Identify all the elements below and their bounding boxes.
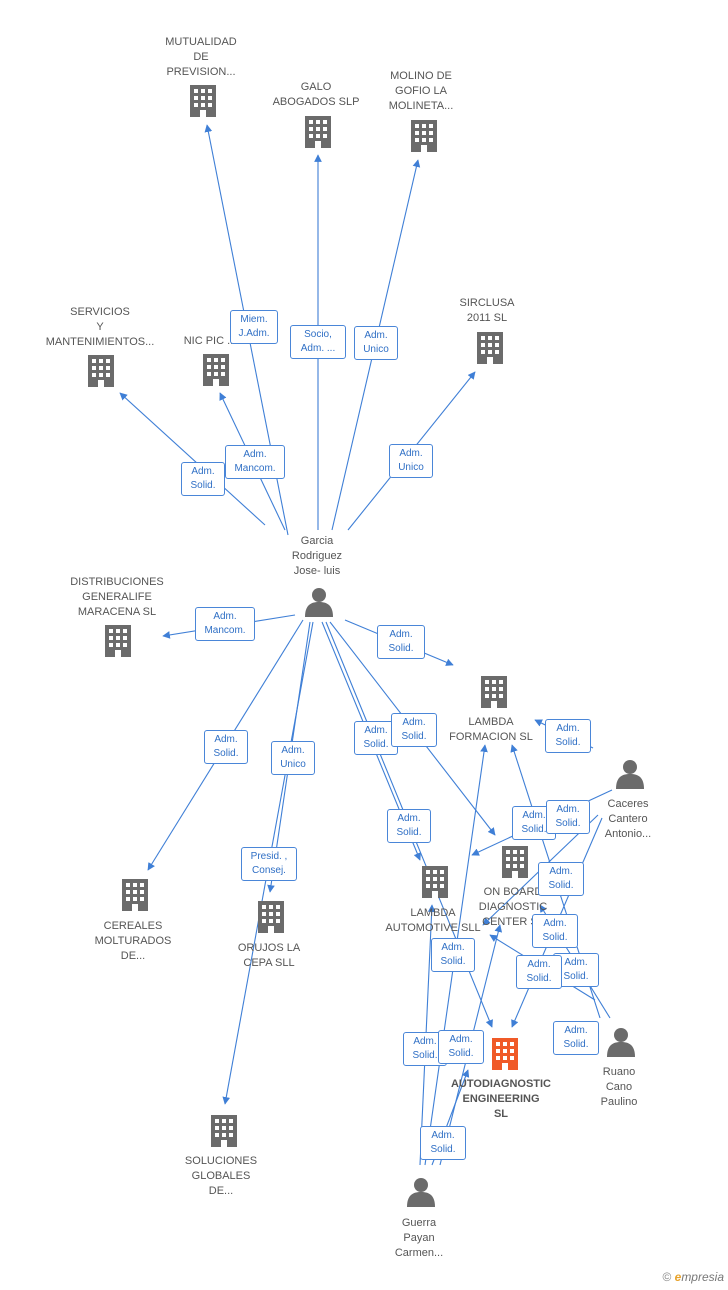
node-name: SERVICIOS Y MANTENIMIENTOS... (45, 306, 155, 348)
node-name: LAMBDA AUTOMOTIVE SLL (385, 907, 481, 934)
company-node-label[interactable]: MOLINO DE GOFIO LA MOLINETA... (351, 69, 491, 114)
relation-badge[interactable]: Adm. Solid. (377, 625, 425, 659)
node-name: CEREALES MOLTURADOS DE... (94, 920, 172, 962)
building-icon[interactable] (477, 332, 503, 364)
relation-badge[interactable]: Adm. Solid. (204, 730, 248, 764)
relation-badge[interactable]: Adm. Solid. (391, 713, 437, 747)
company-node-label[interactable]: ORUJOS LA CEPA SLL (199, 941, 339, 971)
company-node-label[interactable]: AUTODIAGNOSTIC ENGINEERING SL (431, 1077, 571, 1122)
company-node-label[interactable]: LAMBDA AUTOMOTIVE SLL (363, 906, 503, 936)
building-icon[interactable] (122, 879, 148, 911)
node-name: Ruano Cano Paulino (600, 1066, 638, 1108)
person-icon[interactable] (616, 760, 644, 789)
building-icon[interactable] (190, 85, 216, 117)
relation-badge[interactable]: Adm. Solid. (532, 914, 578, 948)
node-name: MOLINO DE GOFIO LA MOLINETA... (388, 70, 454, 112)
relation-badge[interactable]: Adm. Solid. (545, 719, 591, 753)
building-icon[interactable] (411, 120, 437, 152)
relation-badge[interactable]: Socio, Adm. ... (290, 325, 346, 359)
node-name: Garcia Rodriguez Jose- luis (291, 535, 343, 577)
relation-badge[interactable]: Presid. , Consej. (241, 847, 297, 881)
building-icon[interactable] (88, 355, 114, 387)
relation-badge[interactable]: Adm. Solid. (546, 800, 590, 834)
relation-badge[interactable]: Adm. Solid. (420, 1126, 466, 1160)
company-node-label[interactable]: LAMBDA FORMACION SL (421, 715, 561, 745)
node-name: ORUJOS LA CEPA SLL (237, 942, 301, 969)
building-icon[interactable] (481, 676, 507, 708)
relation-badge[interactable]: Adm. Solid. (538, 862, 584, 896)
relation-badge[interactable]: Adm. Mancom. (225, 445, 285, 479)
relation-badge[interactable]: Adm. Unico (389, 444, 433, 478)
company-node-label[interactable]: SIRCLUSA 2011 SL (417, 296, 557, 326)
building-icon[interactable] (492, 1038, 518, 1070)
node-name: SOLUCIONES GLOBALES DE... (184, 1155, 258, 1197)
node-name: MUTUALIDAD DE PREVISION... (165, 36, 237, 78)
node-name: DISTRIBUCIONES GENERALIFE MARACENA SL (70, 576, 164, 618)
company-node-label[interactable]: DISTRIBUCIONES GENERALIFE MARACENA SL (47, 575, 187, 620)
node-name: Caceres Cantero Antonio... (604, 798, 652, 840)
copyright-symbol: © (662, 1270, 672, 1284)
node-name: GALO ABOGADOS SLP (272, 81, 360, 108)
relation-badge[interactable]: Adm. Solid. (553, 1021, 599, 1055)
node-name: AUTODIAGNOSTIC ENGINEERING SL (450, 1078, 552, 1120)
building-icon[interactable] (258, 901, 284, 933)
node-name: SIRCLUSA 2011 SL (459, 297, 515, 324)
person-icon[interactable] (305, 588, 333, 617)
building-icon[interactable] (305, 116, 331, 148)
footer-brand[interactable]: © empresia (662, 1270, 724, 1284)
relation-badge[interactable]: Adm. Solid. (181, 462, 225, 496)
relation-badge[interactable]: Adm. Solid. (354, 721, 398, 755)
company-node-label[interactable]: SOLUCIONES GLOBALES DE... (151, 1154, 291, 1199)
relation-badge[interactable]: Adm. Unico (354, 326, 398, 360)
person-node-label[interactable]: Ruano Cano Paulino (549, 1065, 689, 1110)
person-node-label[interactable]: Caceres Cantero Antonio... (558, 797, 698, 842)
brand-logo-letter: e (674, 1270, 682, 1284)
company-node-label[interactable]: CEREALES MOLTURADOS DE... (63, 919, 203, 964)
brand-logo-text: mpresia (681, 1270, 724, 1284)
company-node-label[interactable]: SERVICIOS Y MANTENIMIENTOS... (30, 305, 170, 350)
building-icon[interactable] (502, 846, 528, 878)
node-name: Guerra Payan Carmen... (394, 1217, 444, 1259)
relation-badge[interactable]: Adm. Solid. (438, 1030, 484, 1064)
building-icon[interactable] (203, 354, 229, 386)
building-icon[interactable] (105, 625, 131, 657)
node-name: LAMBDA FORMACION SL (449, 716, 533, 743)
relation-badge[interactable]: Miem. J.Adm. (230, 310, 278, 344)
person-icon[interactable] (407, 1178, 435, 1207)
company-node-label[interactable]: GALO ABOGADOS SLP (246, 80, 386, 110)
relation-badge[interactable]: Adm. Solid. (516, 955, 562, 989)
relation-badge[interactable]: Adm. Solid. (431, 938, 475, 972)
person-node-label[interactable]: Guerra Payan Carmen... (349, 1216, 489, 1261)
person-icon[interactable] (607, 1028, 635, 1057)
relation-badge[interactable]: Adm. Solid. (387, 809, 431, 843)
relation-edge (119, 392, 266, 526)
relation-badge[interactable]: Adm. Mancom. (195, 607, 255, 641)
relation-badge[interactable]: Adm. Unico (271, 741, 315, 775)
company-node-label[interactable]: MUTUALIDAD DE PREVISION... (131, 35, 271, 80)
building-icon[interactable] (211, 1115, 237, 1147)
person-node-label[interactable]: Garcia Rodriguez Jose- luis (247, 534, 387, 579)
